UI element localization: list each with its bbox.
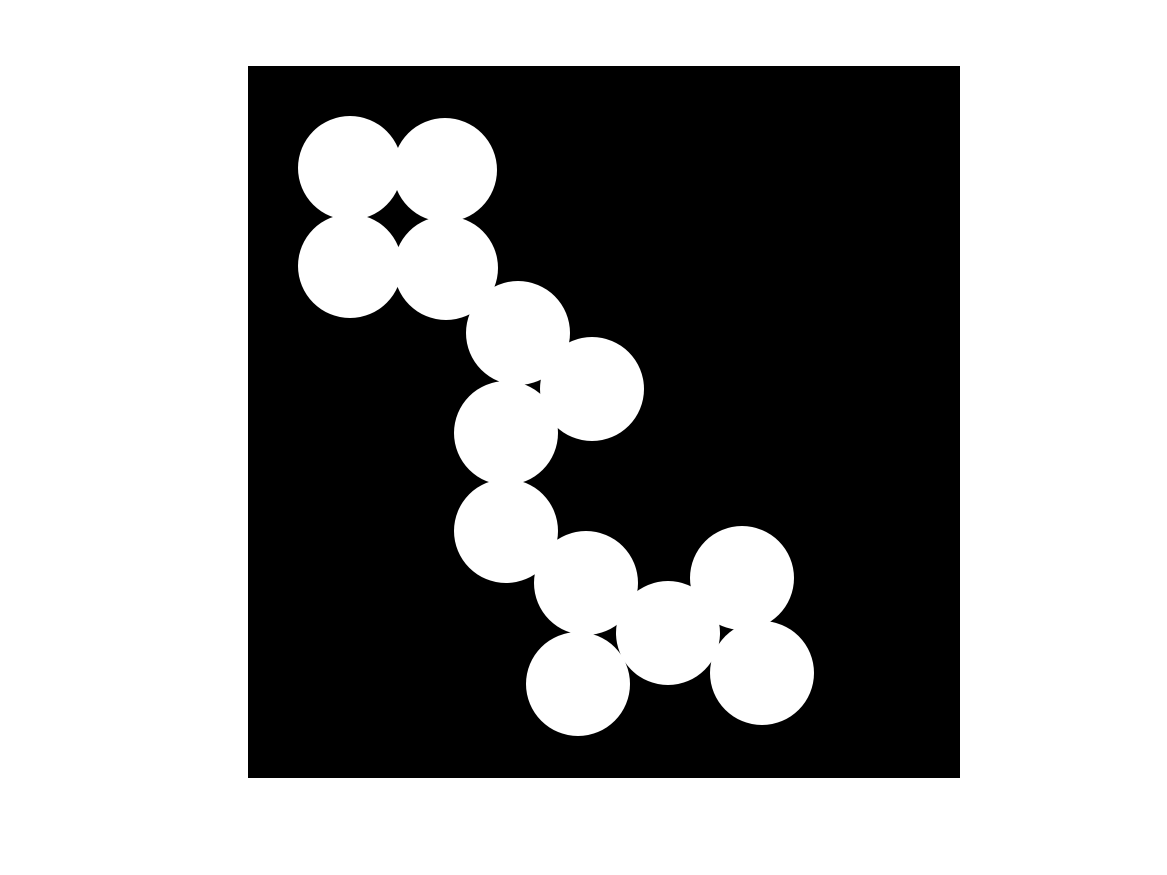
white-disk-group bbox=[298, 116, 814, 736]
white-disk bbox=[690, 526, 794, 630]
white-disk bbox=[710, 621, 814, 725]
white-disk bbox=[298, 214, 402, 318]
white-disk bbox=[393, 118, 497, 222]
white-disk bbox=[394, 216, 498, 320]
white-disk bbox=[540, 337, 644, 441]
white-disk bbox=[534, 531, 638, 635]
white-disk bbox=[526, 632, 630, 736]
white-disk bbox=[454, 381, 558, 485]
white-disk bbox=[454, 479, 558, 583]
white-disk bbox=[616, 581, 720, 685]
white-disk bbox=[466, 281, 570, 385]
white-disk bbox=[298, 116, 402, 220]
